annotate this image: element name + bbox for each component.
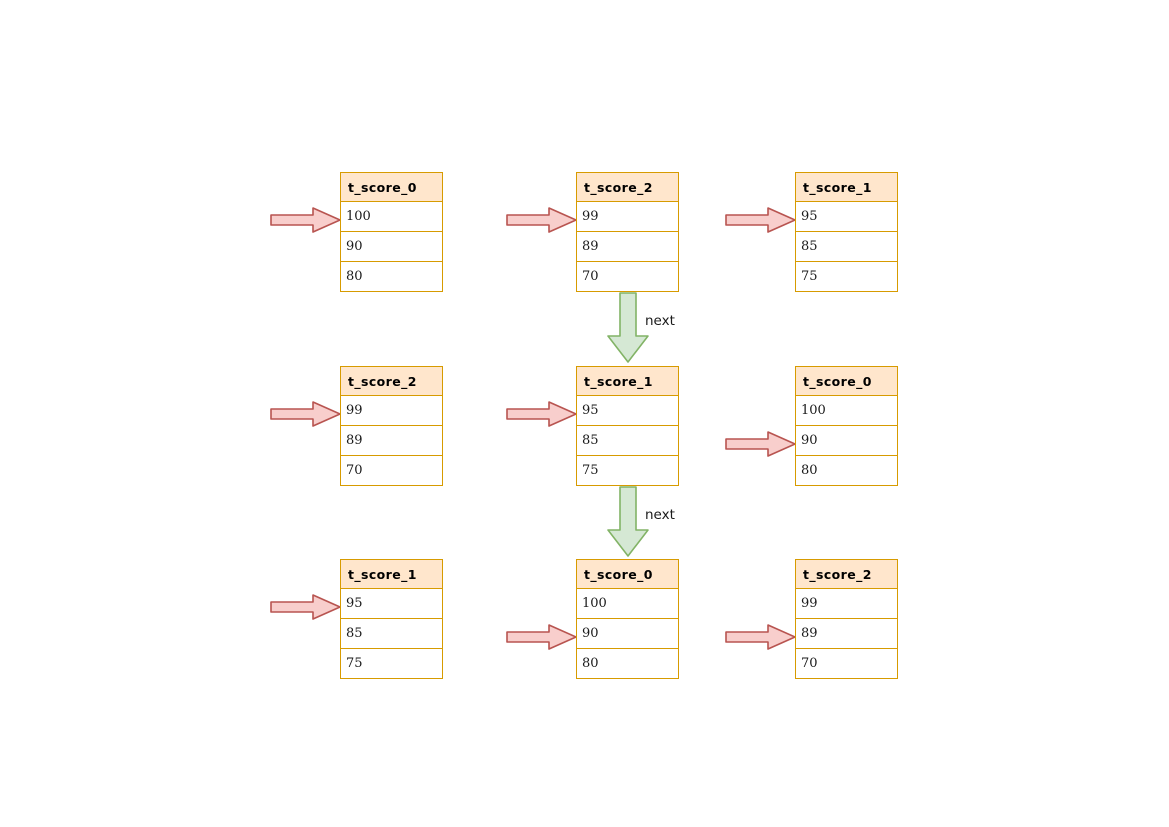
table-header-r1c3: t_score_1 [795,172,898,202]
table-row: 89 [576,232,679,262]
table-row: 70 [795,649,898,679]
table-row: 85 [576,426,679,456]
table-header-r3c3: t_score_2 [795,559,898,589]
cursor-arrow-icon [506,400,578,428]
table-header-r2c1: t_score_2 [340,366,443,396]
cursor-arrow-icon [506,206,578,234]
table-row: 100 [576,589,679,619]
cursor-arrow-icon [725,206,797,234]
table-header-r2c2: t_score_1 [576,366,679,396]
table-row: 89 [795,619,898,649]
table-header-r3c2: t_score_0 [576,559,679,589]
cursor-arrow-icon [270,593,342,621]
cursor-arrow-icon [725,623,797,651]
table-row: 75 [340,649,443,679]
table-row: 95 [795,202,898,232]
table-row: 80 [340,262,443,292]
cursor-arrow-icon [725,430,797,458]
next-arrow-label: next [645,507,675,523]
table-row: 80 [576,649,679,679]
table-row: 95 [340,589,443,619]
table-row: 80 [795,456,898,486]
table-row: 90 [576,619,679,649]
table-row: 99 [576,202,679,232]
next-arrow-icon [606,486,650,558]
cursor-arrow-icon [506,623,578,651]
table-header-r3c1: t_score_1 [340,559,443,589]
table-row: 85 [340,619,443,649]
table-row: 70 [576,262,679,292]
table-row: 100 [795,396,898,426]
table-row: 100 [340,202,443,232]
next-arrow-label: next [645,313,675,329]
table-header-r2c3: t_score_0 [795,366,898,396]
table-row: 70 [340,456,443,486]
cursor-arrow-icon [270,400,342,428]
table-row: 75 [795,262,898,292]
table-row: 99 [795,589,898,619]
table-row: 90 [795,426,898,456]
table-row: 85 [795,232,898,262]
table-row: 75 [576,456,679,486]
table-row: 89 [340,426,443,456]
table-header-r1c1: t_score_0 [340,172,443,202]
cursor-arrow-icon [270,206,342,234]
table-row: 95 [576,396,679,426]
next-arrow-icon [606,292,650,364]
table-header-r1c2: t_score_2 [576,172,679,202]
table-row: 90 [340,232,443,262]
table-row: 99 [340,396,443,426]
